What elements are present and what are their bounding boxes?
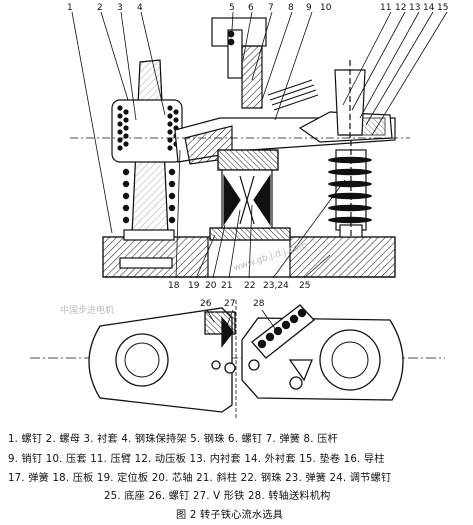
top-callout-labels: 1 2 3 4 5 6 7 8 9 10 11 12 13 14 15 [67, 3, 448, 13]
legend-row-1: 1. 螺钉 2. 螺母 3. 衬套 4. 钢珠保持架 5. 钢珠 6. 螺钉 7… [8, 434, 338, 445]
callout: 6 [248, 3, 254, 13]
callout: 11 [380, 3, 391, 13]
right-spring [328, 156, 372, 224]
section-leaders [206, 309, 277, 331]
legend-row-3: 17. 弹簧 18. 压板 19. 定位板 20. 芯轴 21. 斜柱 22. … [8, 473, 392, 484]
bottom-callout-labels: 18 19 20 21 22 23,24 25 [168, 281, 310, 291]
callout: 20 [205, 281, 217, 291]
legend-row-4: 25. 底座 26. 螺钉 27. V 形铁 28. 转轴送料机构 [104, 491, 331, 502]
figure-caption: 图 2 转子铁心流水选具 [176, 510, 284, 521]
left-spring [122, 168, 176, 224]
callout: 26 [200, 299, 212, 309]
feed-mechanism [251, 304, 315, 359]
callout: 18 [168, 281, 180, 291]
callout: 12 [395, 3, 406, 13]
legend-row-2: 9. 销钉 10. 压套 11. 压臂 12. 动压板 13. 内衬套 14. … [8, 454, 385, 465]
callout: 21 [221, 281, 232, 291]
callout: 25 [299, 281, 310, 291]
callout: 7 [268, 3, 274, 13]
callout: 9 [306, 3, 312, 13]
right-post [334, 69, 366, 136]
callout: 3 [117, 3, 123, 13]
callout: 8 [288, 3, 294, 13]
callout: 27 [224, 299, 235, 309]
callout: 2 [97, 3, 103, 13]
watermark-text: 中国步进电机 [60, 306, 115, 316]
top-leaders [71, 11, 448, 234]
callout: 13 [409, 3, 420, 13]
callout: 4 [137, 3, 143, 13]
callout: 22 [244, 281, 255, 291]
bottom-leaders [175, 149, 346, 279]
callout: 28 [253, 299, 265, 309]
ball-column [227, 30, 235, 46]
plan-view [30, 300, 445, 420]
callout: 14 [423, 3, 435, 13]
cross-section-view [70, 17, 410, 278]
callout: 23,24 [263, 281, 289, 291]
callout: 1 [67, 3, 73, 13]
callout: 15 [437, 3, 448, 13]
callout: 19 [188, 281, 200, 291]
lamination-stack [267, 79, 319, 111]
callout: 5 [229, 3, 235, 13]
callout: 10 [320, 3, 332, 13]
section-callout-labels: 26 27 28 [200, 299, 265, 309]
